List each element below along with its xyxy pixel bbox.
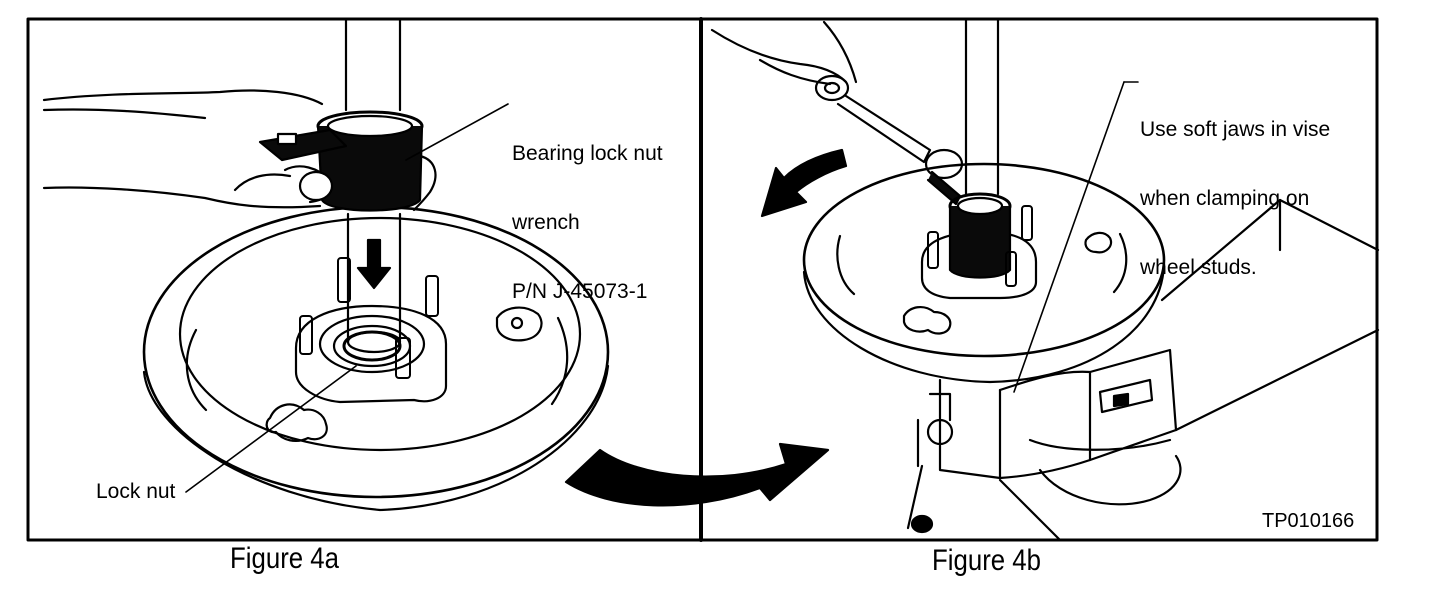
right-hand [412, 154, 437, 212]
hand-b [710, 28, 848, 84]
callout-wrench: Bearing lock nut wrench P/N J-45073-1 [512, 96, 663, 326]
left-hand-lower [42, 165, 333, 209]
plate-cutout-b1 [1084, 231, 1113, 254]
callout-wrench-line-1: Bearing lock nut [512, 142, 663, 165]
hub-flange [294, 304, 448, 404]
down-arrow [356, 238, 392, 290]
wheel-studs [299, 257, 439, 379]
leader-vise [1013, 81, 1125, 393]
callout-soft-jaws: Use soft jaws in vise when clamping on w… [1140, 72, 1330, 302]
transfer-arrow [564, 442, 830, 507]
left-hand-upper [42, 89, 324, 120]
plate-cutout-right [495, 306, 543, 342]
leader-lock-nut [185, 365, 357, 493]
wheel-studs-b [927, 205, 1033, 287]
brake-backing-plate [142, 205, 610, 512]
figure-code: TP010166 [1262, 510, 1355, 532]
bench-vise [906, 348, 1182, 534]
plate-cutout-b2 [902, 306, 952, 335]
callout-soft-jaws-line-2: when clamping on [1140, 187, 1310, 210]
caption-figure-4b: Figure 4b [932, 544, 1042, 577]
panel-b-drawing [710, 18, 1380, 542]
callout-soft-jaws-line-3: wheel studs. [1140, 256, 1257, 279]
workbench [998, 198, 1380, 542]
callout-wrench-line-2: wrench [512, 211, 580, 234]
brake-backing-plate-b [802, 162, 1166, 384]
shaft-b [964, 18, 1000, 196]
callout-lock-nut: Lock nut [96, 480, 176, 503]
caption-figure-4a: Figure 4a [230, 542, 340, 575]
rotation-arrow [760, 148, 848, 218]
plate-cutout-lower [265, 403, 328, 442]
shaft [344, 18, 402, 354]
lock-nut-wrench [258, 110, 424, 212]
panel-a-drawing [42, 18, 610, 512]
leader-wrench [405, 103, 509, 161]
callout-wrench-line-3: P/N J-45073-1 [512, 280, 648, 303]
box-wrench [814, 74, 964, 206]
callout-soft-jaws-line-1: Use soft jaws in vise [1140, 118, 1331, 141]
hub-b [920, 192, 1038, 300]
